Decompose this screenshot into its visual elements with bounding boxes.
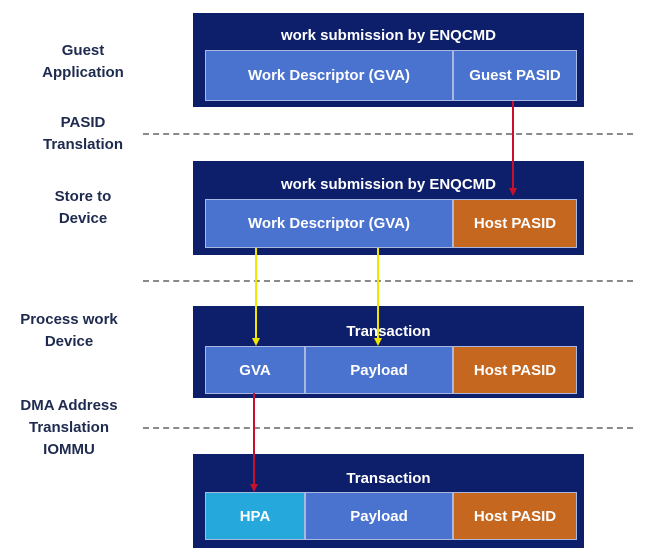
- stage-label-guest-application: Guest Application: [42, 42, 124, 81]
- stage-label-store-to-device: Store to Device: [54, 188, 112, 227]
- divider-2: [143, 280, 633, 282]
- block-title: Transaction: [346, 323, 431, 340]
- stage-label-process-work-device: Process work Device: [20, 311, 118, 350]
- divider-3: [143, 427, 633, 429]
- block-guest-submission: work submission by ENQCMD Work Descripto…: [193, 13, 584, 107]
- block-transaction-gva: Transaction GVA Payload Host PASID: [193, 306, 584, 398]
- field-host-pasid: Host PASID: [453, 199, 577, 248]
- divider-1: [143, 133, 633, 135]
- block-title: Transaction: [346, 470, 431, 487]
- field-gva: GVA: [205, 346, 305, 394]
- field-host-pasid: Host PASID: [453, 492, 577, 540]
- field-work-descriptor: Work Descriptor (GVA): [205, 50, 453, 101]
- field-host-pasid: Host PASID: [453, 346, 577, 394]
- field-payload: Payload: [305, 492, 453, 540]
- field-payload: Payload: [305, 346, 453, 394]
- field-work-descriptor: Work Descriptor (GVA): [205, 199, 453, 248]
- block-host-submission: work submission by ENQCMD Work Descripto…: [193, 161, 584, 255]
- block-transaction-hpa: Transaction HPA Payload Host PASID: [193, 454, 584, 548]
- stage-label-dma-address-translation: DMA Address Translation IOMMU: [20, 397, 118, 458]
- field-hpa: HPA: [205, 492, 305, 540]
- block-title: work submission by ENQCMD: [280, 176, 497, 193]
- field-guest-pasid: Guest PASID: [453, 50, 577, 101]
- block-title: work submission by ENQCMD: [280, 27, 497, 44]
- stage-label-pasid-translation: PASID Translation: [42, 114, 124, 153]
